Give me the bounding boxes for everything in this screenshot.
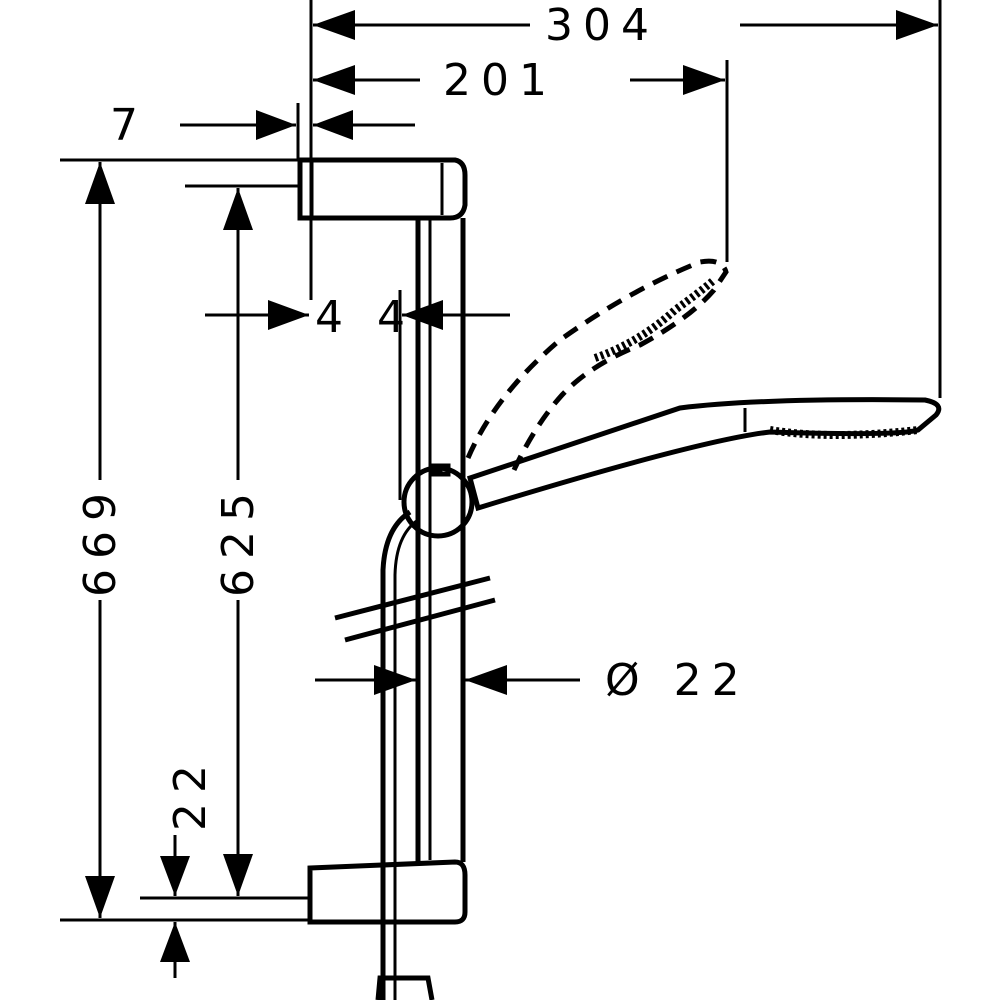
dimension-labels: 304 201 7 4 4 Ø 22 669 625 22: [75, 0, 750, 831]
bottom-wall-bracket: [307, 859, 468, 925]
dim-bracket-depth-label: 4 4: [315, 292, 415, 343]
dim-total-height-label: 669: [75, 483, 126, 597]
hose-connector: [375, 975, 435, 1000]
dim-handshower-reach-label: 201: [443, 55, 557, 106]
dim-bottom-offset-label: 22: [165, 755, 216, 831]
shower-set-outline: [297, 157, 942, 1000]
top-wall-bracket: [297, 157, 468, 221]
break-line-upper: [334, 575, 491, 621]
dimension-lines: [60, 0, 942, 978]
hand-shower: [466, 397, 942, 512]
dim-total-width-label: 304: [545, 0, 659, 51]
dim-hole-spacing-label: 625: [213, 483, 264, 597]
hand-shower-tilted-outline: [465, 258, 729, 472]
dim-wall-offset-label: 7: [110, 100, 148, 151]
dim-rail-diameter-label: Ø 22: [605, 655, 750, 706]
break-line-lower: [344, 597, 496, 643]
